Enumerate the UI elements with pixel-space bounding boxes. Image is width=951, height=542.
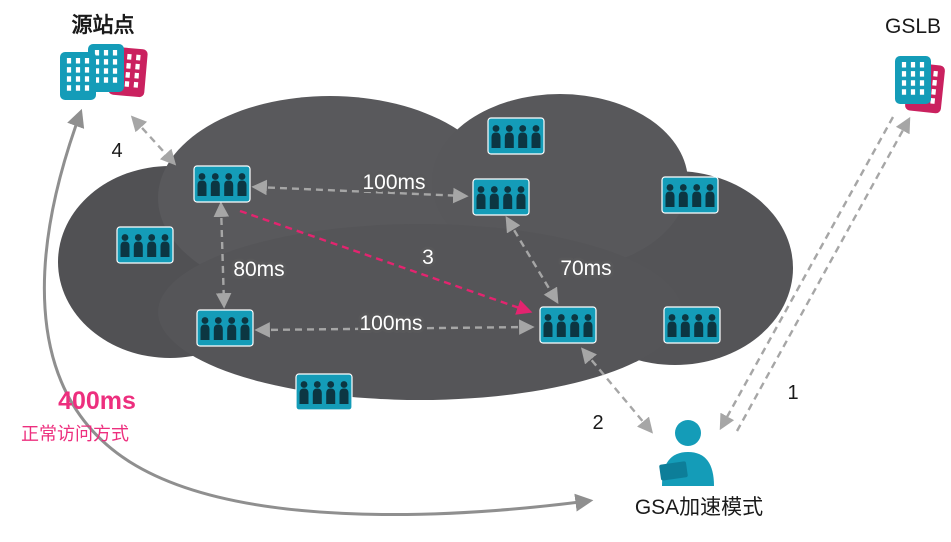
cluster-node-icon xyxy=(473,179,529,215)
cluster-node-icon xyxy=(488,118,544,154)
latency-label-left: 80ms xyxy=(233,258,284,281)
normal-access-curve xyxy=(42,108,594,516)
latency-arrow-bottom xyxy=(254,319,535,338)
cluster-node-icon xyxy=(296,374,352,410)
direct-latency-label: 400ms xyxy=(58,387,136,415)
gslb-query-arrow xyxy=(719,116,895,431)
step4-marker: 4 xyxy=(111,140,122,162)
cluster-node-icon xyxy=(664,307,720,343)
step1-marker: 1 xyxy=(787,382,798,404)
cluster-node-icon xyxy=(117,227,173,263)
gsa-label: GSA加速模式 xyxy=(635,496,763,519)
gsa-user-icon xyxy=(659,420,714,486)
step2-marker: 2 xyxy=(592,412,603,434)
step4-arrow xyxy=(130,115,177,166)
latency-arrow-top xyxy=(251,179,469,204)
latency-label-bottom: 100ms xyxy=(359,312,422,335)
cluster-node-icon xyxy=(197,310,253,346)
gslb-label: GSLB xyxy=(885,15,941,38)
source-site-label: 源站点 xyxy=(72,13,135,37)
direct-path-arrow xyxy=(239,209,533,315)
latency-arrow-right xyxy=(505,215,559,305)
step3-marker: 3 xyxy=(422,246,434,269)
step2-arrow xyxy=(580,347,654,434)
cluster-node-icon xyxy=(540,307,596,343)
gslb-icon xyxy=(895,56,945,114)
cluster-node-icon xyxy=(662,177,718,213)
latency-arrow-left xyxy=(213,201,232,309)
latency-label-right: 70ms xyxy=(560,257,611,280)
latency-label-top: 100ms xyxy=(362,171,425,194)
cluster-node-icon xyxy=(194,166,250,202)
source-site-icon xyxy=(60,44,148,100)
normal-access-label: 正常访问方式 xyxy=(21,424,129,444)
